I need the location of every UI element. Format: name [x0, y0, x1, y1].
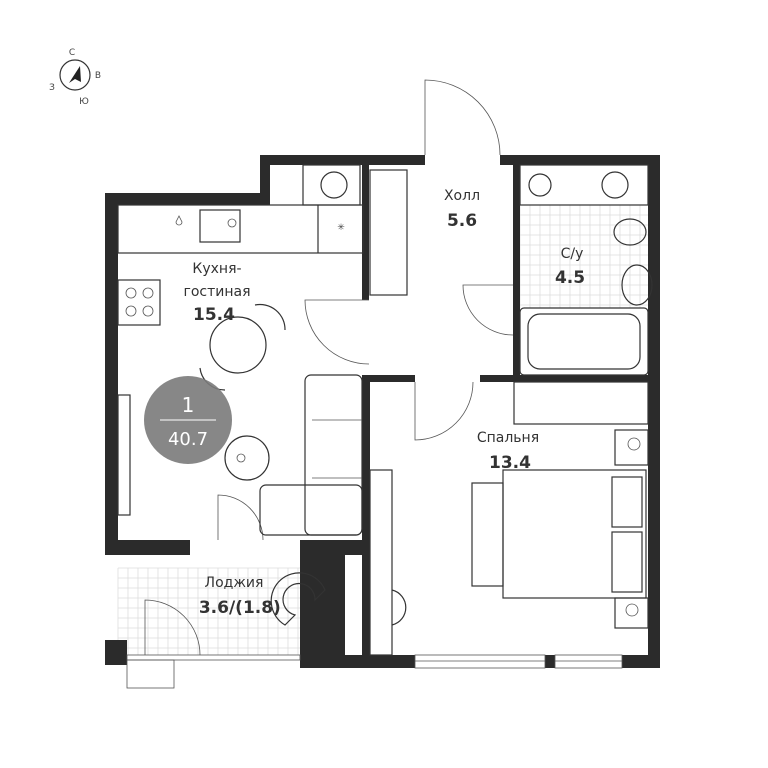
apartment-badge: 1 40.7: [144, 376, 232, 464]
loggia-area: 3.6/: [199, 598, 236, 618]
nightstand: [614, 429, 649, 466]
wardrobe-hall: [369, 169, 408, 296]
compass-west: З: [49, 83, 55, 93]
walls: [105, 155, 660, 668]
dining-table: [209, 316, 267, 374]
compass-north: С: [69, 48, 75, 58]
bathtub: [519, 307, 649, 376]
toilet: [613, 218, 647, 246]
washer: [302, 164, 361, 206]
washbasin: [621, 264, 653, 306]
stove-icon: [117, 279, 161, 326]
kitchen-counter: [117, 204, 364, 254]
compass-east: В: [95, 71, 101, 81]
kitchen-area: 15.4: [193, 305, 235, 325]
windows: [126, 654, 623, 689]
compass-ring: [59, 59, 91, 91]
bathroom-area: 4.5: [555, 268, 585, 288]
hall-area: 5.6: [447, 211, 477, 231]
room-count: 1: [182, 393, 195, 417]
bathroom-tiles: [519, 204, 648, 308]
kitchen-name-line1: Кухня-: [192, 261, 241, 277]
furniture: ✳: [117, 164, 653, 656]
chair: [391, 589, 407, 626]
doors: [144, 79, 514, 656]
bed: [502, 469, 647, 599]
bedroom-area: 13.4: [489, 453, 531, 473]
bedroom-name: Спальня: [477, 430, 539, 446]
room-labels: Холл 5.6 С/у 4.5 Кухня- гостиная 15.4 Сп…: [183, 188, 585, 618]
loggia-name: Лоджия: [205, 575, 264, 591]
sink-icon: [199, 209, 241, 243]
dresser: [369, 469, 393, 656]
kitchen-name-line2: гостиная: [183, 284, 250, 300]
loggia-tiles: [117, 567, 300, 655]
north-arrow-icon: [69, 66, 81, 83]
coffee-table: [224, 435, 270, 481]
compass-south: Ю: [79, 97, 89, 107]
compass: С В Ю З: [49, 48, 101, 107]
bathroom-fixtures: [519, 164, 649, 206]
hall-name: Холл: [444, 188, 480, 204]
water-drop-icon: [175, 215, 183, 226]
sofa: [304, 374, 363, 536]
bathroom-name: С/у: [561, 246, 584, 262]
fridge-icon: ✳: [337, 223, 345, 233]
loggia-armchair: [270, 572, 326, 626]
loggia-area-reduced: (1.8): [235, 598, 281, 618]
wardrobe-bedroom: [513, 381, 649, 425]
total-area: 40.7: [168, 429, 208, 450]
nightstand: [614, 597, 649, 629]
